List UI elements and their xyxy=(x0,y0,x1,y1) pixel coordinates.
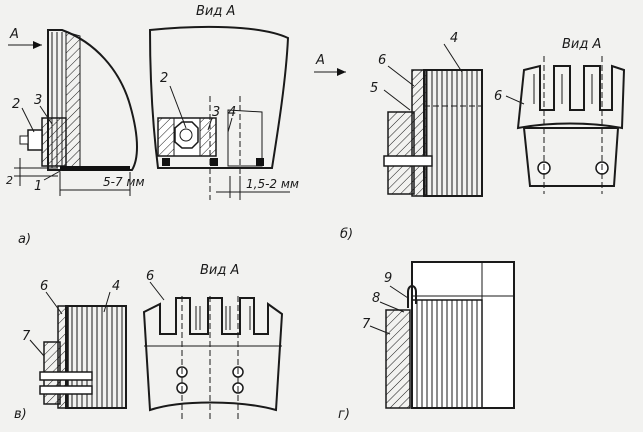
label-1: 1 xyxy=(34,179,42,194)
panel-b-side-view: А 5 6 4 б) xyxy=(314,31,483,242)
disc-body xyxy=(423,69,483,197)
label-4-b: 4 xyxy=(450,31,458,46)
label-2: 2 xyxy=(12,97,20,112)
label-8: 8 xyxy=(372,291,380,306)
label-7-g: 7 xyxy=(362,317,371,332)
label-6-v: 6 xyxy=(40,279,48,294)
dim-2-label: 2 xyxy=(6,174,13,187)
view-a-title-2: Вид А xyxy=(562,37,601,52)
label-9: 9 xyxy=(384,271,392,286)
label-4-view: 4 xyxy=(228,105,236,120)
label-5: 5 xyxy=(370,81,378,96)
label-6-b-view: 6 xyxy=(494,89,502,104)
panel-v-side-view: 6 4 7 в) xyxy=(14,279,127,422)
label-4-v: 4 xyxy=(112,279,120,294)
dim-5-7-label: 5-7 мм xyxy=(103,175,145,189)
label-3: 3 xyxy=(34,93,42,108)
label-6-b: 6 xyxy=(378,53,386,68)
view-arrow-letter-b: А xyxy=(315,53,325,68)
dim-1-5-2-label: 1,5-2 мм xyxy=(246,177,299,191)
panel-a-side-view: А 5-7 мм 2 2 3 1 а) xyxy=(6,27,145,247)
caption-b: б) xyxy=(340,227,353,242)
panel-a-view-a: Вид А 1,5-2 мм 2 3 4 xyxy=(148,4,299,200)
caption-g: г) xyxy=(338,407,350,422)
label-2-view: 2 xyxy=(160,71,168,86)
caption-v: в) xyxy=(14,407,27,422)
view-arrow-letter: А xyxy=(9,27,19,42)
caption-a: а) xyxy=(18,232,31,247)
panel-v-view-a: Вид А 6 xyxy=(142,263,284,420)
panel-g-side-view: 9 8 7 г) xyxy=(338,261,515,422)
view-a-title-1: Вид А xyxy=(196,4,235,19)
label-6-v-view: 6 xyxy=(146,269,154,284)
panel-b-view-a: Вид А 6 xyxy=(494,37,626,194)
label-7-v: 7 xyxy=(22,329,31,344)
view-a-title-3: Вид А xyxy=(200,263,239,278)
label-3-view: 3 xyxy=(212,105,220,120)
